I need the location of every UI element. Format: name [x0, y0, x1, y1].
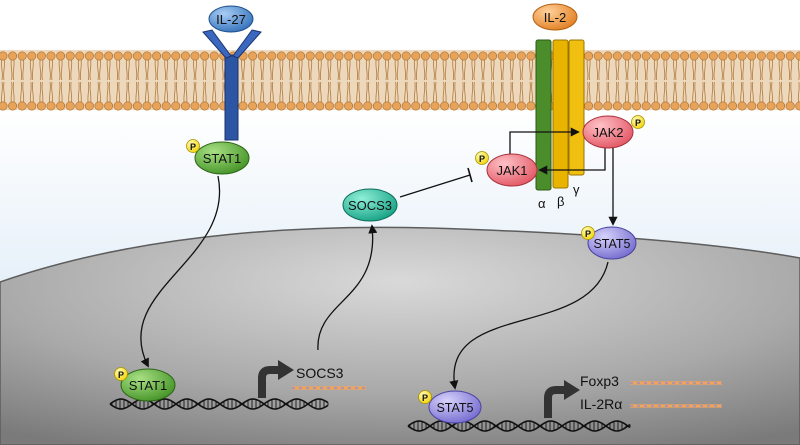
jak1-phospho	[475, 151, 489, 165]
jak2-phospho-label: P	[635, 118, 641, 128]
il2-ligand	[532, 3, 578, 31]
jak1-node	[486, 153, 538, 187]
il2r-beta-chain	[552, 39, 569, 189]
stat1-membrane-node	[194, 141, 250, 175]
foxp3-gene-label: Foxp3	[580, 373, 619, 389]
stat5-cytoplasm-phospho-label: P	[585, 229, 591, 239]
jak2-to-jak1-arrow	[538, 148, 606, 175]
transcription-arrowhead-stat5	[564, 380, 580, 400]
nucleus	[0, 226, 800, 445]
jak1-to-jak2-arrow	[509, 127, 580, 158]
stat1-nucleus-phospho-label: P	[118, 370, 124, 380]
socs3-export-arrow	[317, 224, 378, 351]
il2-receptor	[535, 39, 585, 191]
stat1-translocation-arrow	[140, 175, 221, 368]
transcription-arrow-socs3	[258, 366, 280, 398]
il2ra-gene-label: IL-2Rα	[580, 396, 622, 412]
socs3-inhibits-jak1	[399, 174, 471, 198]
socs3-protein-label: SOCS3	[348, 198, 392, 213]
il2r-alpha-chain	[535, 39, 552, 191]
stat5-cytoplasm-label: STAT5	[593, 237, 630, 251]
stat5-cytoplasm-phospho	[581, 226, 595, 240]
stat1-membrane-phospho-label: P	[190, 142, 196, 152]
extracellular-space	[0, 0, 800, 50]
stat5-cytoplasm-node	[587, 226, 637, 260]
inhibition-bar	[467, 167, 473, 183]
transcription-arrow-stat5	[544, 386, 566, 418]
transcription-arrowhead-socs3	[278, 360, 294, 380]
stat5-nucleus-label: STAT5	[436, 401, 473, 415]
jak1-phospho-label: P	[479, 154, 485, 164]
socs3-protein-node	[342, 188, 398, 222]
stat1-nucleus-label: STAT1	[129, 378, 168, 393]
il2r-gamma-chain	[568, 39, 585, 176]
il2-label: IL-2	[544, 10, 566, 25]
il27-ligand	[208, 5, 254, 33]
il27-receptor	[202, 29, 262, 141]
jak1-label: JAK1	[496, 163, 527, 178]
stat1-nucleus-node	[120, 368, 176, 402]
il27-label: IL-27	[216, 12, 246, 27]
stat5-nucleus-node	[428, 390, 482, 424]
gamma-label: γ	[573, 182, 580, 197]
alpha-label: α	[538, 196, 546, 211]
stat1-membrane-phospho	[186, 139, 200, 153]
stat1-membrane-label: STAT1	[203, 151, 242, 166]
stat5-translocation-arrow	[449, 261, 609, 390]
jak2-node	[582, 115, 634, 149]
beta-label: β	[557, 194, 564, 209]
stat1-nucleus-phospho	[114, 367, 128, 381]
dna-left	[109, 398, 329, 410]
stat5-nucleus-phospho	[418, 390, 432, 404]
mrna-transcripts	[292, 381, 722, 408]
cell-membrane	[0, 50, 800, 111]
stat5-nucleus-phospho-label: P	[422, 393, 428, 403]
jak2-label: JAK2	[592, 125, 623, 140]
socs3-gene-label: SOCS3	[296, 365, 344, 381]
jak2-phospho	[631, 115, 645, 129]
